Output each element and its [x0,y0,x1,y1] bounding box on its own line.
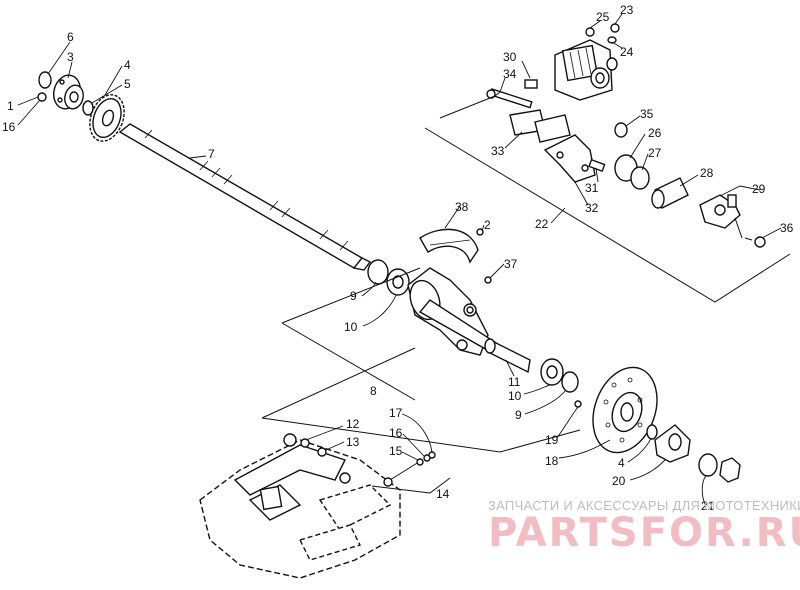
callout-7: 7 [208,147,215,161]
bleeder-cap [585,27,595,37]
callout-17: 17 [389,406,403,420]
callout-20: 20 [612,474,626,488]
sprocket [89,94,125,142]
bleeder-screw [610,23,620,33]
callout-31: 31 [585,181,599,195]
piston [651,177,689,209]
callout-15: 15 [389,444,403,458]
disc-bolt [574,400,582,408]
leader-lines [17,13,782,507]
guard-screw [476,228,484,236]
group-outline-axle [281,267,421,324]
callout-21: 21 [701,499,715,513]
callout-4: 4 [124,58,131,72]
callout-22: 22 [535,217,549,231]
callout-19: 19 [545,433,559,447]
callout-33: 33 [491,144,505,158]
swing-arm-frame [199,433,401,579]
callout-2: 2 [484,218,491,232]
callout-25: 25 [596,10,610,24]
callout-16-lower: 16 [389,426,403,440]
nut [37,92,47,102]
callout-11: 11 [508,375,521,389]
callout-10: 10 [344,320,358,334]
watermark-subtitle: ЗАПЧАСТИ И АКСЕССУАРЫ ДЛЯ МОТОТЕХНИКИ [488,498,800,513]
seal-left [367,259,389,285]
callout-12: 12 [346,417,360,431]
callout-35: 35 [640,107,654,121]
callout-13: 13 [346,435,360,449]
lever-bolt [744,236,766,248]
callout-32: 32 [585,201,599,215]
callout-6: 6 [67,30,74,44]
callout-38: 38 [455,200,469,214]
callout-14: 14 [436,487,450,501]
o-ring-27 [630,166,650,190]
o-ring-lower [646,424,658,440]
boot [614,122,628,138]
callout-10-right: 10 [508,389,522,403]
axle-washer [698,453,718,477]
callout-36: 36 [780,221,794,235]
callout-24: 24 [620,45,634,59]
callout-23: 23 [620,3,634,17]
bracket-bolt [588,158,606,173]
caliper-pin [486,88,533,109]
callout-34: 34 [503,67,517,81]
axle-nut [719,457,741,483]
brake-lever-assy [699,194,743,239]
callout-9: 9 [350,289,357,303]
callout-5: 5 [124,77,131,91]
callout-27: 27 [648,146,662,160]
o-ring [38,71,52,89]
axle-shaft [118,123,372,271]
sprocket-hub [52,74,84,110]
brake-caliper [554,39,618,101]
callout-4-lower: 4 [618,456,625,470]
callout-labels: 1 16 6 3 4 5 7 25 23 24 30 34 33 35 26 2… [2,3,794,513]
group-outline-brake [439,95,496,119]
bleeder-washer [607,36,617,44]
pad-spring [524,79,538,89]
frame-bolt [317,447,327,457]
callout-29: 29 [752,182,766,196]
callout-1: 1 [7,99,14,113]
brake-pads [509,109,571,143]
callout-18: 18 [545,454,559,468]
disc-hub [654,424,691,463]
frame-washer [300,438,310,448]
washer [82,100,94,116]
callout-16: 16 [2,120,16,134]
callout-30: 30 [503,50,517,64]
seal-right [561,371,579,393]
caliper-bracket [543,134,596,183]
callout-9-right: 9 [515,408,522,422]
watermark: ЗАПЧАСТИ И АКСЕССУАРЫ ДЛЯ МОТОТЕХНИКИ PA… [488,498,800,556]
callout-28: 28 [700,166,714,180]
bolt-37 [484,276,492,284]
chain-guard [419,228,479,264]
watermark-brand: PARTSFOR.RU [488,510,800,556]
callout-37: 37 [504,257,518,271]
brake-disc [592,366,658,454]
callout-3: 3 [67,50,74,64]
callout-26: 26 [648,126,662,140]
spacer-tube [484,338,531,374]
callout-8: 8 [370,384,377,398]
